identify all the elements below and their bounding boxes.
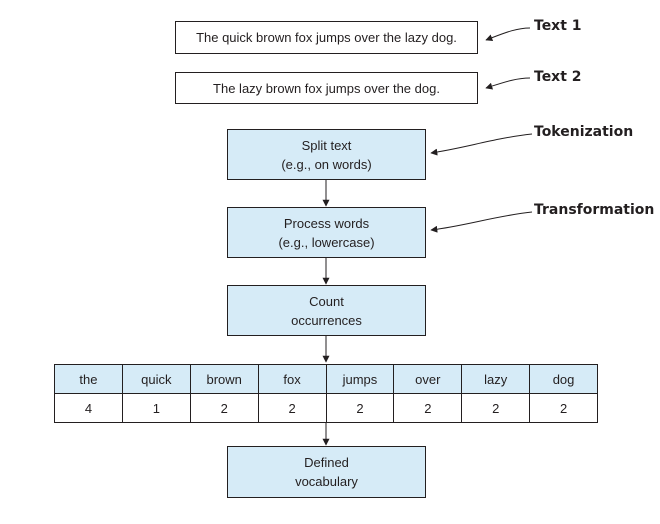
- vocabulary-title: Defined: [304, 455, 349, 470]
- split-text-example: (e.g., on words): [281, 156, 372, 172]
- table-cell-word: dog: [529, 364, 598, 394]
- callout-transformation: Transformation: [534, 202, 655, 218]
- process-words-step: Process words (e.g., lowercase): [227, 207, 426, 258]
- table-cell-count: 2: [529, 393, 598, 423]
- callout-text2: Text 2: [534, 69, 582, 85]
- defined-vocabulary-step: Defined vocabulary: [227, 446, 426, 498]
- vocabulary-subtitle: vocabulary: [295, 474, 358, 489]
- table-row-words: the quick brown fox jumps over lazy dog: [54, 364, 598, 394]
- table-row-counts: 4 1 2 2 2 2 2 2: [54, 393, 598, 423]
- table-cell-count: 1: [121, 393, 191, 423]
- text2-box: The lazy brown fox jumps over the dog.: [175, 72, 478, 104]
- table-cell-word: fox: [257, 364, 327, 394]
- split-text-step: Split text (e.g., on words): [227, 129, 426, 180]
- table-cell-count: 2: [393, 393, 463, 423]
- count-subtitle: occurrences: [291, 312, 362, 328]
- text1-box: The quick brown fox jumps over the lazy …: [175, 21, 478, 54]
- table-cell-word: quick: [121, 364, 191, 394]
- callout-arrow-text2: [485, 77, 531, 90]
- text2-sentence: The lazy brown fox jumps over the dog.: [213, 80, 440, 96]
- table-cell-count: 4: [54, 393, 123, 423]
- process-words-title: Process words: [283, 215, 370, 231]
- split-text-title: Split text: [301, 137, 352, 153]
- table-cell-count: 2: [461, 393, 531, 423]
- table-cell-word: lazy: [461, 364, 531, 394]
- table-cell-word: over: [393, 364, 463, 394]
- callout-text1: Text 1: [534, 18, 582, 34]
- table-cell-word: the: [54, 364, 123, 394]
- table-cell-count: 2: [325, 393, 395, 423]
- callout-tokenization: Tokenization: [534, 124, 634, 140]
- callout-arrow-text1: [485, 27, 531, 42]
- table-cell-count: 2: [257, 393, 327, 423]
- count-title: Count: [309, 293, 344, 309]
- table-cell-word: brown: [189, 364, 259, 394]
- count-occurrences-step: Count occurrences: [227, 285, 426, 336]
- callout-arrow-tokenization: [430, 133, 533, 156]
- word-count-table: the quick brown fox jumps over lazy dog …: [54, 364, 598, 423]
- callout-arrow-transformation: [430, 211, 533, 233]
- table-cell-word: jumps: [325, 364, 395, 394]
- table-cell-count: 2: [189, 393, 259, 423]
- process-words-example: (e.g., lowercase): [278, 234, 375, 250]
- text1-sentence: The quick brown fox jumps over the lazy …: [196, 30, 457, 45]
